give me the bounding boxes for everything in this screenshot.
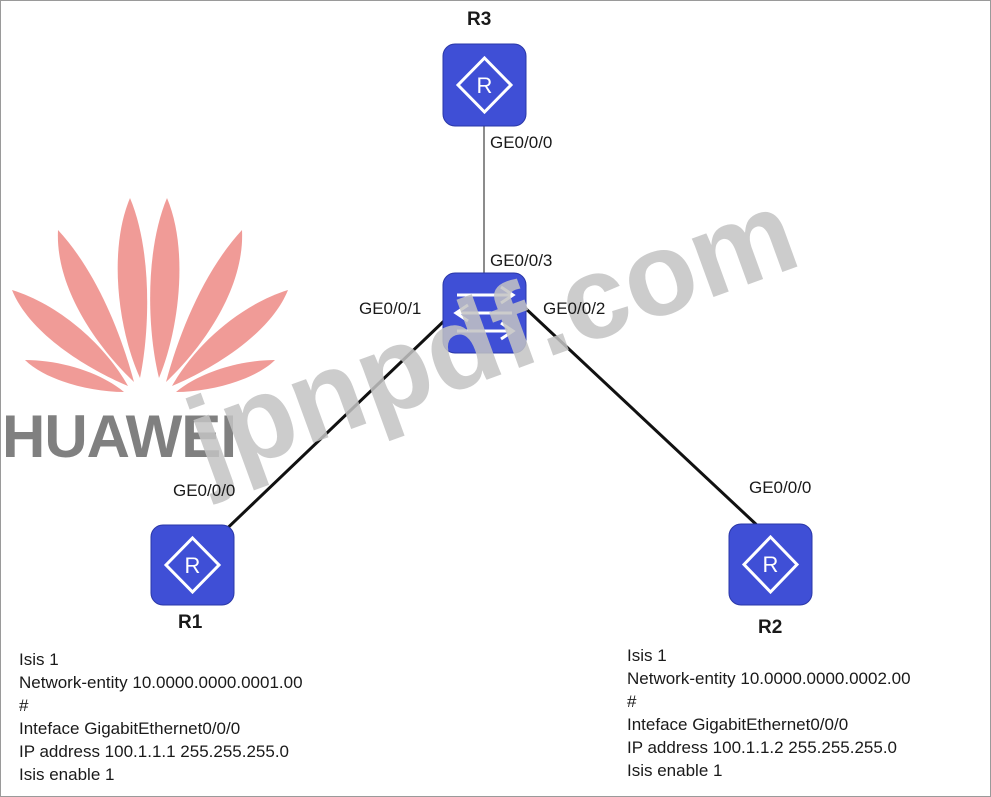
config-line: IP address 100.1.1.2 255.255.255.0 [627,738,898,757]
port-label-switch-ge3: GE0/0/3 [490,251,553,270]
port-label-r2-ge: GE0/0/0 [749,478,812,497]
config-line: Isis 1 [627,646,667,665]
logo-petal [25,360,124,392]
config-line: Isis enable 1 [19,765,115,784]
config-r1: Isis 1 Network-entity 10.0000.0000.0001.… [19,648,303,786]
svg-text:R: R [185,553,201,578]
router-r3-icon[interactable]: R [442,43,527,127]
logo-petal [150,198,180,378]
logo-petal [172,290,288,386]
device-name-r2: R2 [758,617,783,638]
port-label-switch-ge1: GE0/0/1 [359,299,422,318]
logo-petal [176,360,275,392]
port-label-r3-ge: GE0/0/0 [490,133,553,152]
port-label-r1-ge: GE0/0/0 [173,481,236,500]
logo-petal [117,198,148,378]
device-name-r1: R1 [178,612,203,633]
svg-text:R: R [763,552,779,577]
config-line: Network-entity 10.0000.0000.0001.00 [19,673,303,692]
logo-petal [12,290,128,386]
router-r1-icon[interactable]: R [150,524,235,606]
config-r2: Isis 1 Network-entity 10.0000.0000.0002.… [627,644,911,782]
config-line: Isis enable 1 [627,761,723,780]
config-line: IP address 100.1.1.1 255.255.255.0 [19,742,290,761]
switch-icon[interactable] [442,272,527,354]
logo-petal [166,230,243,382]
config-line: Network-entity 10.0000.0000.0002.00 [627,669,911,688]
logo-petal [57,230,134,382]
config-line: # [19,696,29,715]
link-switch-r1 [213,318,447,542]
router-r2-icon[interactable]: R [728,523,813,606]
svg-text:R: R [477,73,493,98]
huawei-logo-text: HUAWEI [2,403,237,470]
device-name-r3: R3 [467,9,492,30]
config-line: Isis 1 [19,650,59,669]
config-line: Inteface GigabitEthernet0/0/0 [19,719,241,738]
link-switch-r2 [521,304,762,530]
config-line: Inteface GigabitEthernet0/0/0 [627,715,849,734]
port-label-switch-ge2: GE0/0/2 [543,299,606,318]
config-line: # [627,692,637,711]
huawei-logo-icon [12,198,288,392]
